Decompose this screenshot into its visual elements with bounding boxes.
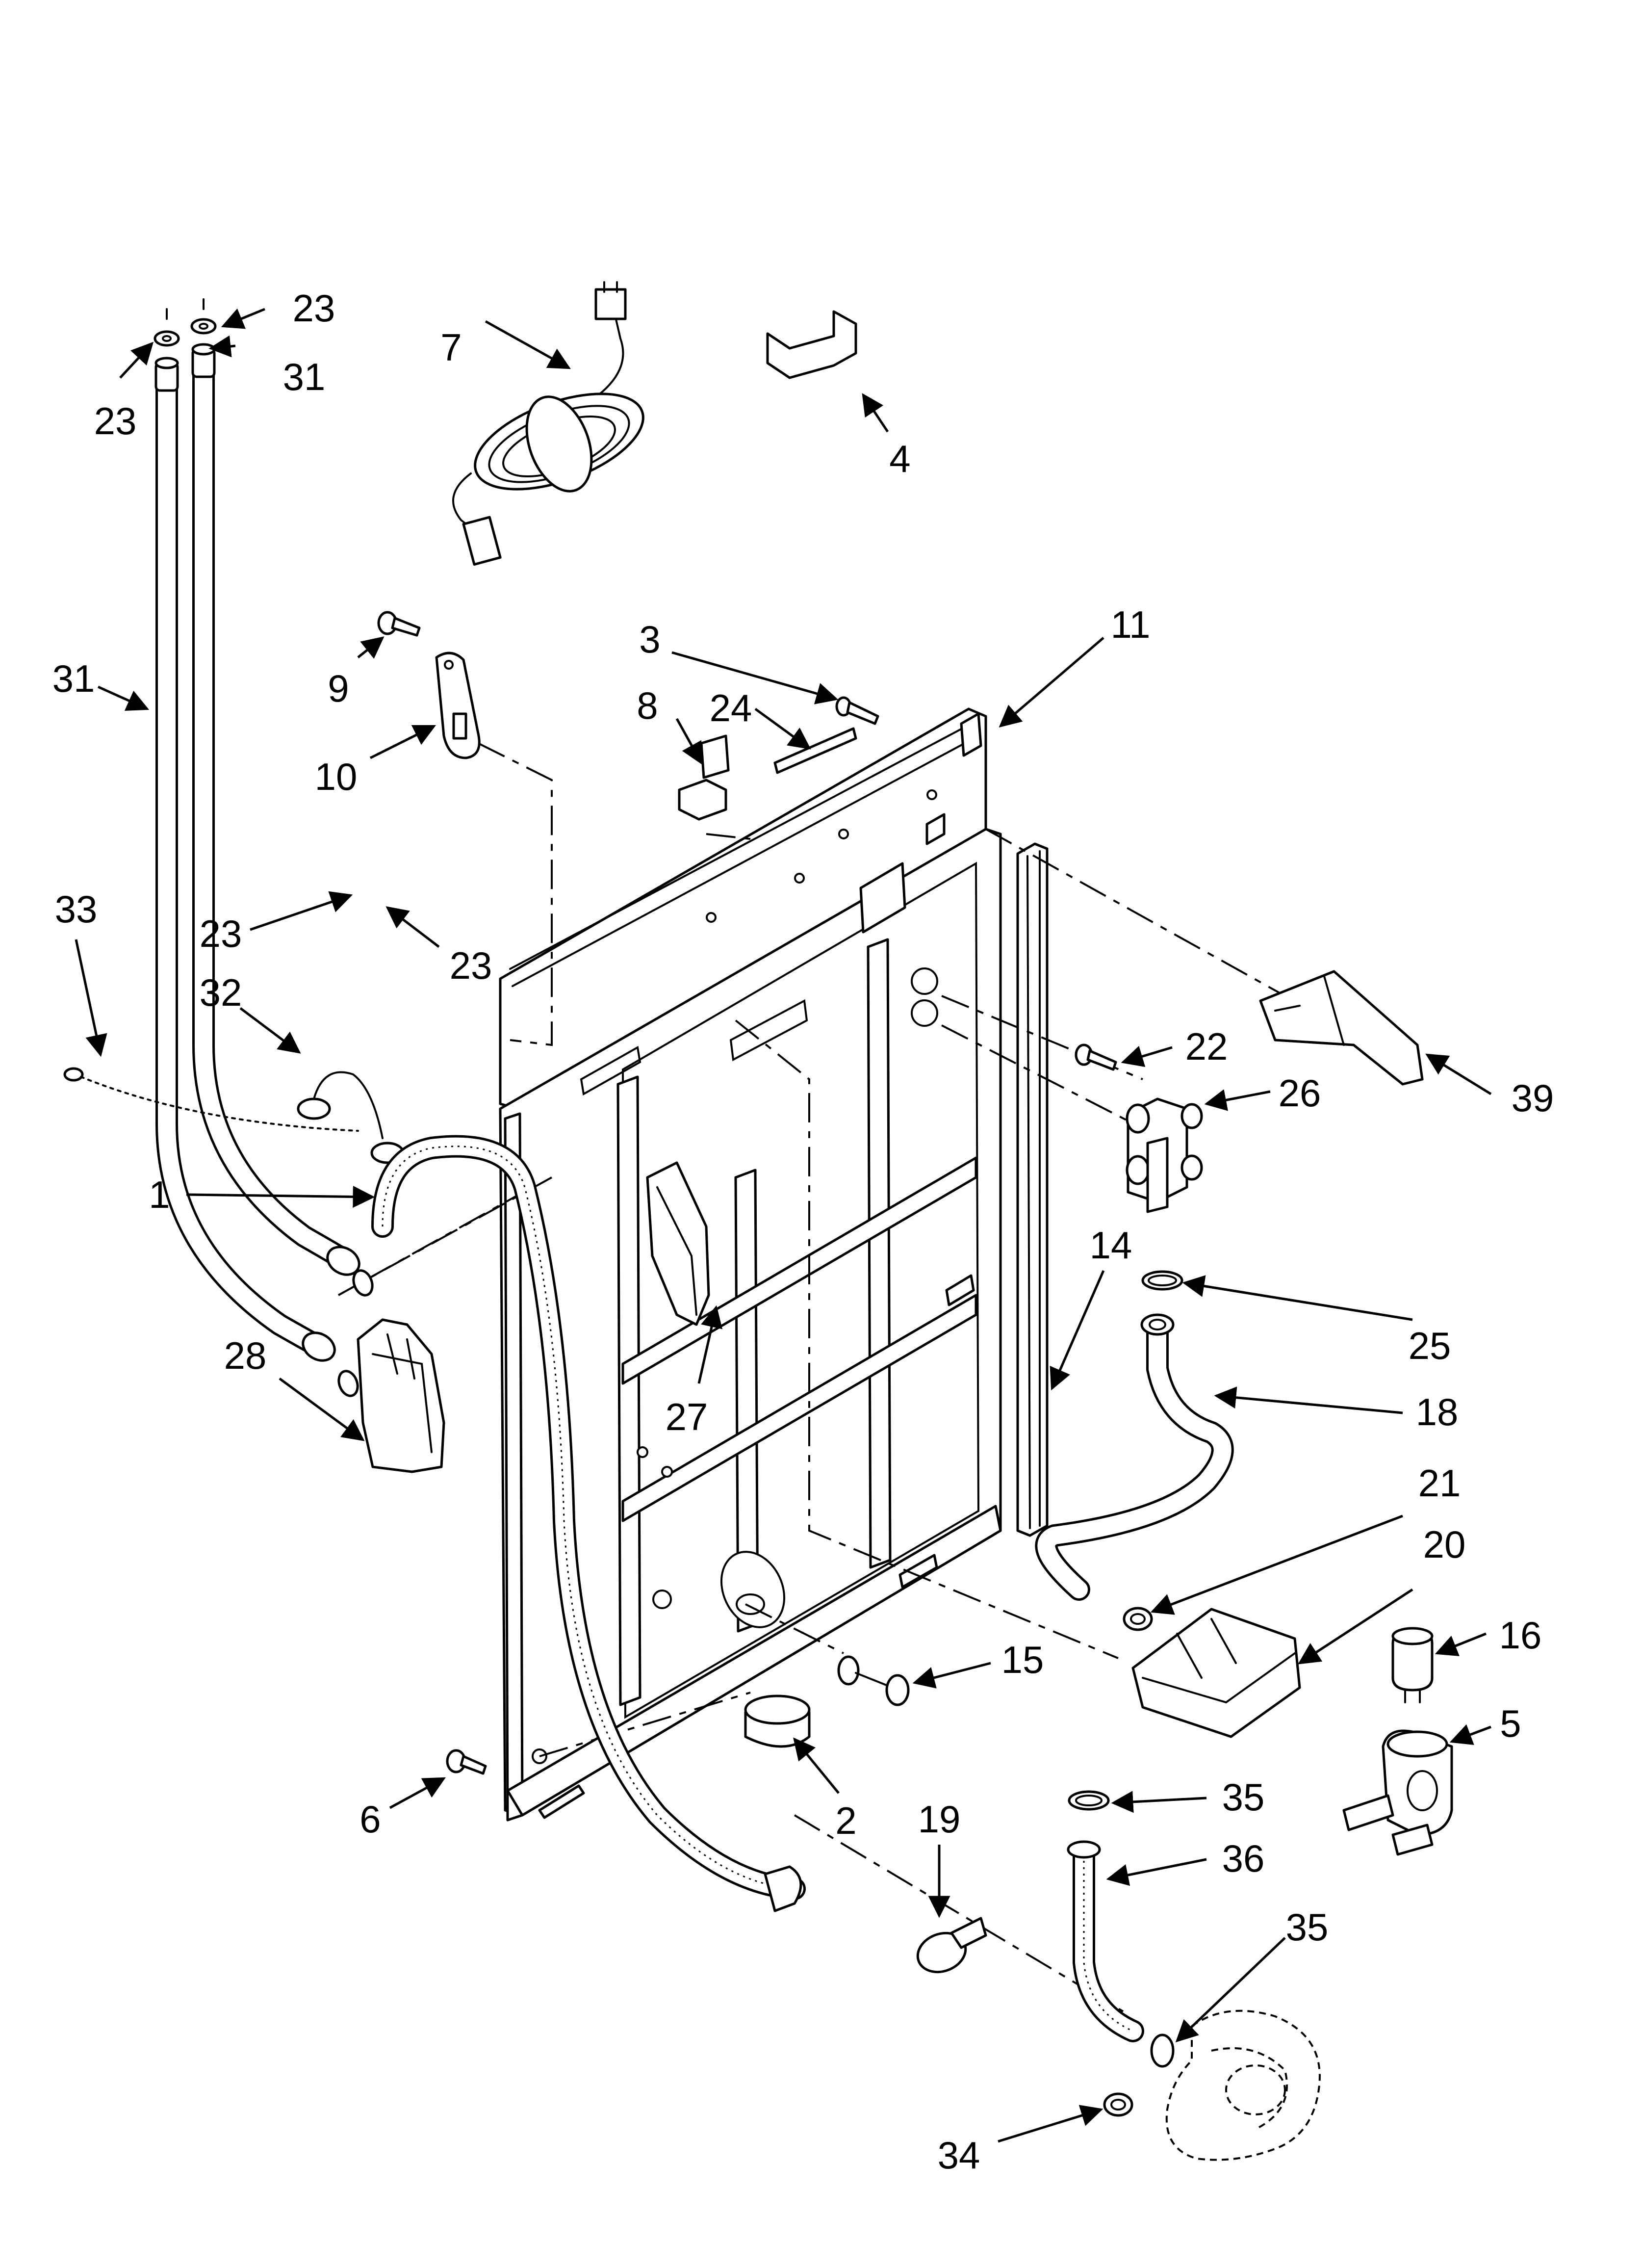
strap-10: [435, 652, 481, 759]
tie-strap-33: [63, 1067, 359, 1132]
hose-18: [1035, 1313, 1234, 1601]
callout-21: 21: [1418, 1461, 1461, 1505]
callout-7: 7: [440, 326, 462, 369]
callout-11: 11: [1111, 603, 1151, 646]
callout-15: 15: [1001, 1638, 1044, 1681]
phantom-pump: [1165, 2009, 1321, 2161]
callout-22: 22: [1185, 1025, 1228, 1068]
callout-5: 5: [1500, 1702, 1521, 1745]
callout-35-b: 35: [1286, 1905, 1329, 1949]
callout-27: 27: [666, 1395, 708, 1438]
callout-14: 14: [1090, 1224, 1132, 1267]
callout-34: 34: [938, 2134, 980, 2177]
callout-1: 1: [149, 1173, 170, 1216]
callout-2: 2: [835, 1799, 856, 1842]
callout-28: 28: [224, 1334, 267, 1377]
drain-hose: [371, 1135, 806, 1912]
housing-20: [1131, 1608, 1301, 1738]
capacitor-16: [1391, 1627, 1434, 1703]
callout-26: 26: [1279, 1071, 1321, 1115]
callout-23-b: 23: [293, 287, 335, 330]
callout-35-a: 35: [1222, 1775, 1265, 1819]
callout-labels: 1 2 3 4 5 6 7 8 9 10 11 14 15 16 18 19 2…: [52, 287, 1554, 2177]
water-valve-26: [1126, 1097, 1203, 1213]
inlet-hoses: [154, 343, 360, 1362]
callout-10: 10: [315, 755, 358, 798]
clamp-21: [1123, 1607, 1153, 1631]
bracket-4: [766, 310, 857, 379]
clamp-2: [744, 1694, 811, 1748]
clamp-35-bottom: [1150, 2033, 1175, 2068]
callout-16: 16: [1499, 1614, 1542, 1657]
screw-6: [446, 1749, 487, 1775]
screw-3: [835, 696, 879, 725]
callout-23-d: 23: [450, 944, 492, 987]
clamp-32: [297, 1071, 405, 1164]
side-channel: [1016, 842, 1049, 1537]
callout-23-a: 23: [94, 399, 137, 443]
callout-6: 6: [359, 1798, 381, 1841]
callout-9: 9: [328, 667, 349, 710]
rear-panel: [499, 707, 1002, 1822]
screw-9: [377, 611, 421, 637]
trim-24: [773, 727, 857, 774]
bracket-28: [357, 1318, 445, 1473]
callout-18: 18: [1416, 1390, 1459, 1434]
clip-8: [678, 734, 730, 821]
callout-39: 39: [1512, 1076, 1554, 1120]
callout-3: 3: [639, 618, 660, 661]
callout-24: 24: [710, 686, 752, 730]
clamp-25: [1141, 1270, 1183, 1291]
callout-32: 32: [200, 971, 242, 1014]
pump-5: [1342, 1729, 1453, 1856]
clamp-19: [916, 1917, 987, 1974]
clamp-34: [1103, 2092, 1133, 2117]
power-cord: [452, 281, 644, 566]
plug-15: [837, 1655, 910, 1706]
screw-22: [1075, 1043, 1117, 1071]
shield-39: [1259, 970, 1424, 1086]
hose-36: [1067, 1840, 1144, 2042]
callout-4: 4: [889, 437, 910, 480]
callout-36: 36: [1222, 1837, 1265, 1880]
callout-19: 19: [918, 1798, 961, 1841]
washers: [154, 298, 374, 1397]
callout-31-a: 31: [52, 657, 95, 700]
callout-33: 33: [55, 887, 98, 931]
callout-8: 8: [637, 684, 658, 727]
leader-lines: [75, 308, 1492, 2143]
callout-23-c: 23: [200, 912, 242, 955]
clamp-35-top: [1068, 1790, 1110, 1811]
callout-31-b: 31: [283, 355, 326, 398]
callout-20: 20: [1423, 1523, 1466, 1566]
callout-25: 25: [1409, 1324, 1451, 1367]
